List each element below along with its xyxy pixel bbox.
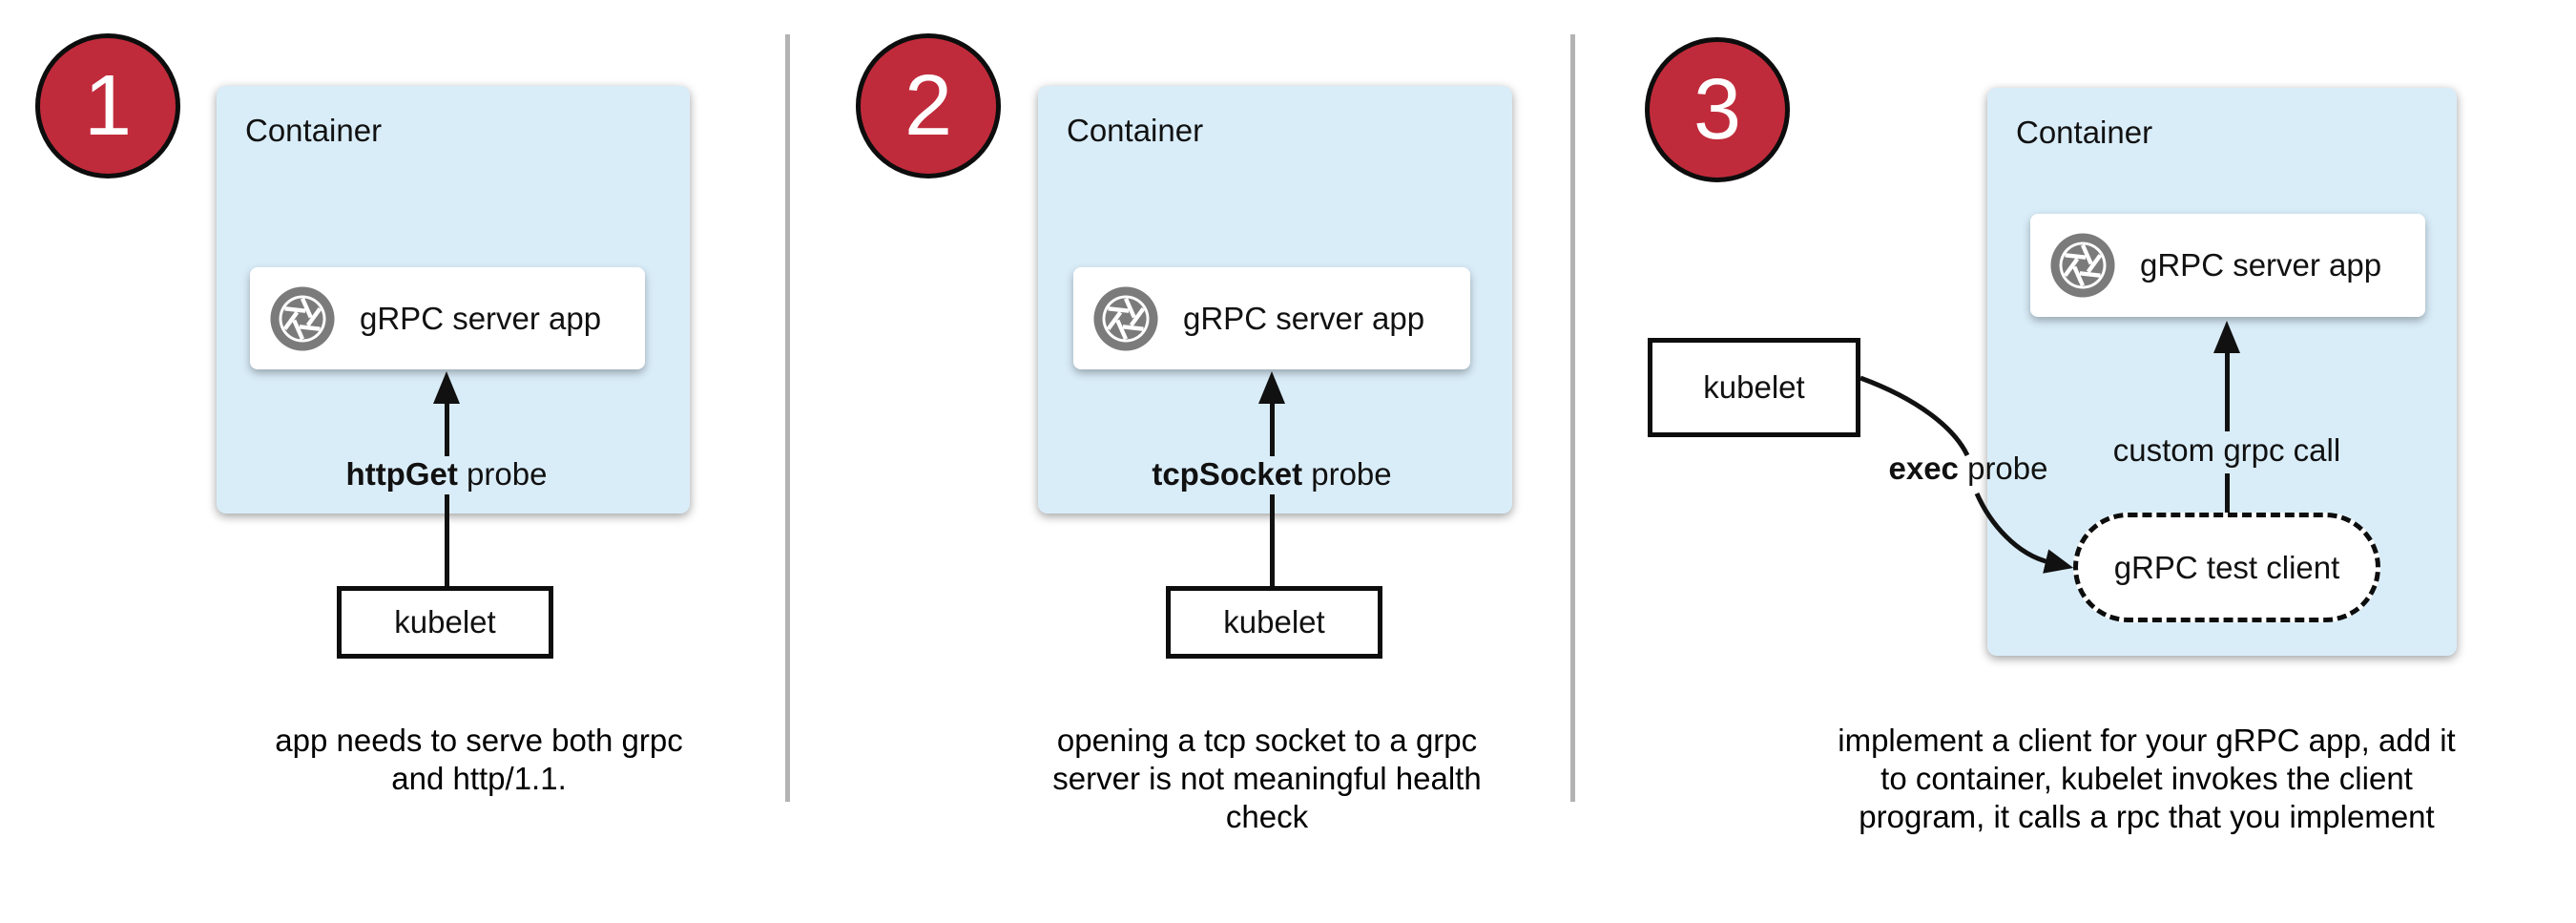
container-label: Container [245,113,383,148]
grpc-test-client-label: gRPC test client [2113,549,2340,585]
custom-call-arrow-line [2225,473,2230,513]
kubelet-box-1: kubelet [337,586,553,659]
step-3-badge: 3 [1645,37,1790,182]
kubelet-label: kubelet [1223,604,1325,640]
caption-2: opening a tcp socket to a grpc server is… [1052,723,1482,834]
step-number: 3 [1693,62,1742,157]
probe-word: probe [1958,451,2048,486]
grpc-server-app-label: gRPC server app [2140,247,2382,283]
panel-divider [785,34,790,802]
aperture-icon [2050,233,2115,298]
probe-type: tcpSocket [1152,456,1303,492]
container-label: Container [2016,115,2153,150]
kubelet-label: kubelet [394,604,496,640]
grpc-server-app-label: gRPC server app [1183,300,1425,336]
panel-divider [1570,34,1575,802]
probe-arrow-line [445,402,449,456]
container-label: Container [1067,113,1204,148]
arrowhead-up-icon [433,371,460,404]
arrowhead-up-icon [2213,321,2240,353]
custom-call-arrow-line [2225,353,2230,431]
probe-label-3: exec probe [1825,450,2111,488]
probe-word: probe [1302,456,1392,492]
probe-arrow-line [1270,402,1275,456]
step-number: 1 [83,58,133,154]
kubelet-box-3: kubelet [1648,338,1860,437]
probe-label-2: tcpSocket probe [1110,455,1434,493]
grpc-server-app-label: gRPC server app [360,300,602,336]
aperture-icon [1093,285,1158,351]
aperture-icon [270,285,335,351]
grpc-server-app-card-2: gRPC server app [1073,267,1470,369]
probe-label-1: httpGet probe [284,455,609,493]
kubelet-label: kubelet [1703,369,1805,405]
caption-1: app needs to serve both grpc and http/1.… [275,723,683,796]
step-number: 2 [904,58,953,154]
step-2-badge: 2 [856,33,1001,178]
grpc-test-client-box: gRPC test client [2073,513,2380,622]
grpc-server-app-card-1: gRPC server app [250,267,645,369]
arrowhead-up-icon [1258,371,1285,404]
custom-grpc-call-label: custom grpc call [2112,432,2341,468]
kubelet-box-2: kubelet [1166,586,1382,659]
probe-arrow-line [445,494,449,586]
step-1-badge: 1 [35,33,180,178]
probe-type: exec [1888,451,1959,486]
caption-3: implement a client for your gRPC app, ad… [1838,723,2456,834]
probe-arrow-line [1270,494,1275,586]
grpc-server-app-card-3: gRPC server app [2030,214,2425,317]
probe-type: httpGet [345,456,458,492]
probe-word: probe [457,456,548,492]
